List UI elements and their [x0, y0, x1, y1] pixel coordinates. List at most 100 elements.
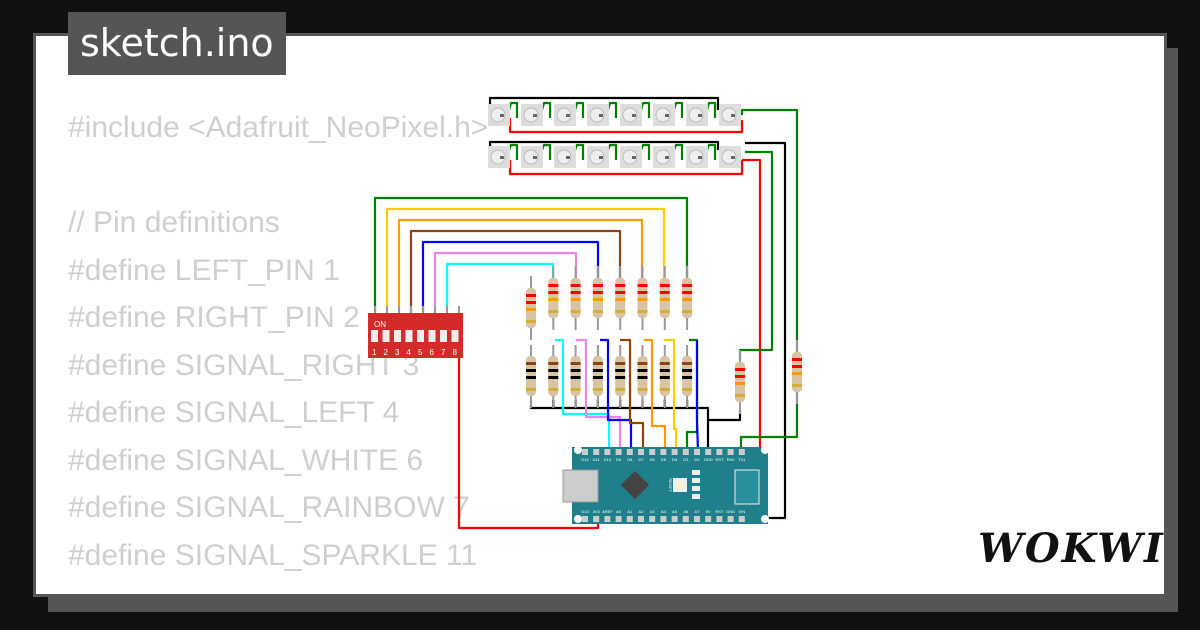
- resistor-band: [659, 362, 670, 365]
- reset-label: RESET: [668, 478, 673, 492]
- resistor-band: [592, 369, 603, 372]
- resistor-band: [659, 388, 670, 391]
- resistor-band: [735, 382, 745, 385]
- header-pin: [593, 449, 600, 455]
- code-preview: #include <Adafruit_NeoPixel.h> // Pin def…: [68, 104, 488, 579]
- code-line: #define SIGNAL_SPARKLE 11: [68, 538, 478, 572]
- wire: [672, 143, 684, 160]
- pin-label: A1: [627, 509, 633, 514]
- reset-button-cap: [676, 481, 684, 489]
- resistor: [615, 266, 626, 330]
- wokwi-logo: WOKWI: [978, 525, 1165, 572]
- header-pin: [626, 516, 633, 522]
- resistor: [682, 345, 693, 408]
- resistor-band: [682, 291, 693, 294]
- neopixel-lens: [589, 107, 605, 123]
- wire: [745, 141, 787, 520]
- resistor: [637, 345, 648, 408]
- resistor-band: [659, 298, 670, 301]
- wire: [708, 410, 742, 422]
- resistor: [637, 266, 648, 330]
- neopixel-chip: [665, 156, 669, 159]
- header-pin: [604, 449, 611, 455]
- neopixel-chip: [533, 156, 537, 159]
- pin-label: TX1: [738, 457, 746, 462]
- resistor-band: [792, 365, 802, 368]
- resistor-band: [570, 284, 581, 287]
- file-tab[interactable]: sketch.ino: [68, 12, 286, 75]
- resistor-band: [570, 369, 581, 372]
- resistor-band: [548, 376, 559, 379]
- header-pin: [660, 449, 667, 455]
- resistor-band: [615, 362, 626, 365]
- neopixel-chip: [566, 114, 570, 117]
- resistor-band: [526, 301, 536, 304]
- dip-toggle: [371, 330, 378, 342]
- resistor-band: [592, 388, 603, 391]
- neopixel-chip: [698, 114, 702, 117]
- wire: [573, 101, 585, 118]
- resistor: [592, 345, 603, 408]
- neopixel-chip: [599, 156, 603, 159]
- header-pin: [671, 516, 678, 522]
- resistor-band: [526, 369, 536, 372]
- pin-label: A5: [672, 509, 678, 514]
- resistor-band: [682, 362, 693, 365]
- resistor-band: [637, 376, 648, 379]
- wire: [639, 101, 651, 118]
- pin-label: D4: [672, 457, 678, 462]
- resistor-band: [570, 298, 581, 301]
- resistor-band: [637, 369, 648, 372]
- neopixel-lens: [556, 149, 572, 165]
- resistor-band: [592, 291, 603, 294]
- wire: [397, 218, 644, 312]
- pin-label: A4: [661, 509, 667, 514]
- pin-label: D9: [616, 457, 622, 462]
- header-pin: [716, 449, 723, 455]
- pin-label: A7: [695, 509, 701, 514]
- pin-label: D13: [581, 509, 589, 514]
- neopixel-lens: [622, 107, 638, 123]
- resistor: [682, 266, 693, 330]
- header-pin: [671, 449, 678, 455]
- pin-label: A6: [683, 509, 689, 514]
- wire: [373, 196, 689, 312]
- header-pin: [638, 516, 644, 522]
- wire: [739, 108, 799, 452]
- header-pin: [582, 449, 588, 455]
- header-pin: [705, 516, 712, 522]
- resistor-band: [735, 394, 745, 397]
- code-line: #include <Adafruit_NeoPixel.h>: [68, 111, 489, 144]
- dip-number: 8: [453, 348, 458, 357]
- code-line: #define SIGNAL_LEFT 4: [68, 396, 400, 429]
- usb-port: [562, 469, 599, 503]
- resistor-band: [682, 388, 693, 391]
- resistor-band: [526, 294, 536, 297]
- resistor-band: [570, 388, 581, 391]
- header-pin: [738, 449, 745, 455]
- neopixel-lens: [556, 107, 572, 123]
- header-pin: [615, 449, 622, 455]
- resistor-band: [548, 310, 559, 313]
- neopixel-chip: [533, 114, 537, 117]
- header-pin: [626, 449, 633, 455]
- dip-toggle: [451, 330, 459, 342]
- resistor-band: [682, 284, 693, 287]
- neopixel-chip: [731, 114, 735, 117]
- header-pin: [660, 516, 667, 522]
- header-pin: [694, 516, 700, 522]
- code-line: #define SIGNAL_RIGHT 3: [68, 348, 420, 382]
- pin-label: RST: [715, 457, 724, 462]
- wire: [445, 262, 555, 312]
- resistor-band: [570, 362, 581, 365]
- pin-label: D12: [581, 457, 589, 462]
- resistor-band: [615, 388, 626, 391]
- code-line: // Pin definitions: [68, 206, 280, 239]
- resistor-band: [548, 284, 559, 287]
- pin-label: D2: [694, 457, 700, 462]
- resistor-band: [659, 376, 670, 379]
- header-pin: [738, 516, 745, 522]
- led: [692, 494, 700, 499]
- wire: [409, 229, 622, 312]
